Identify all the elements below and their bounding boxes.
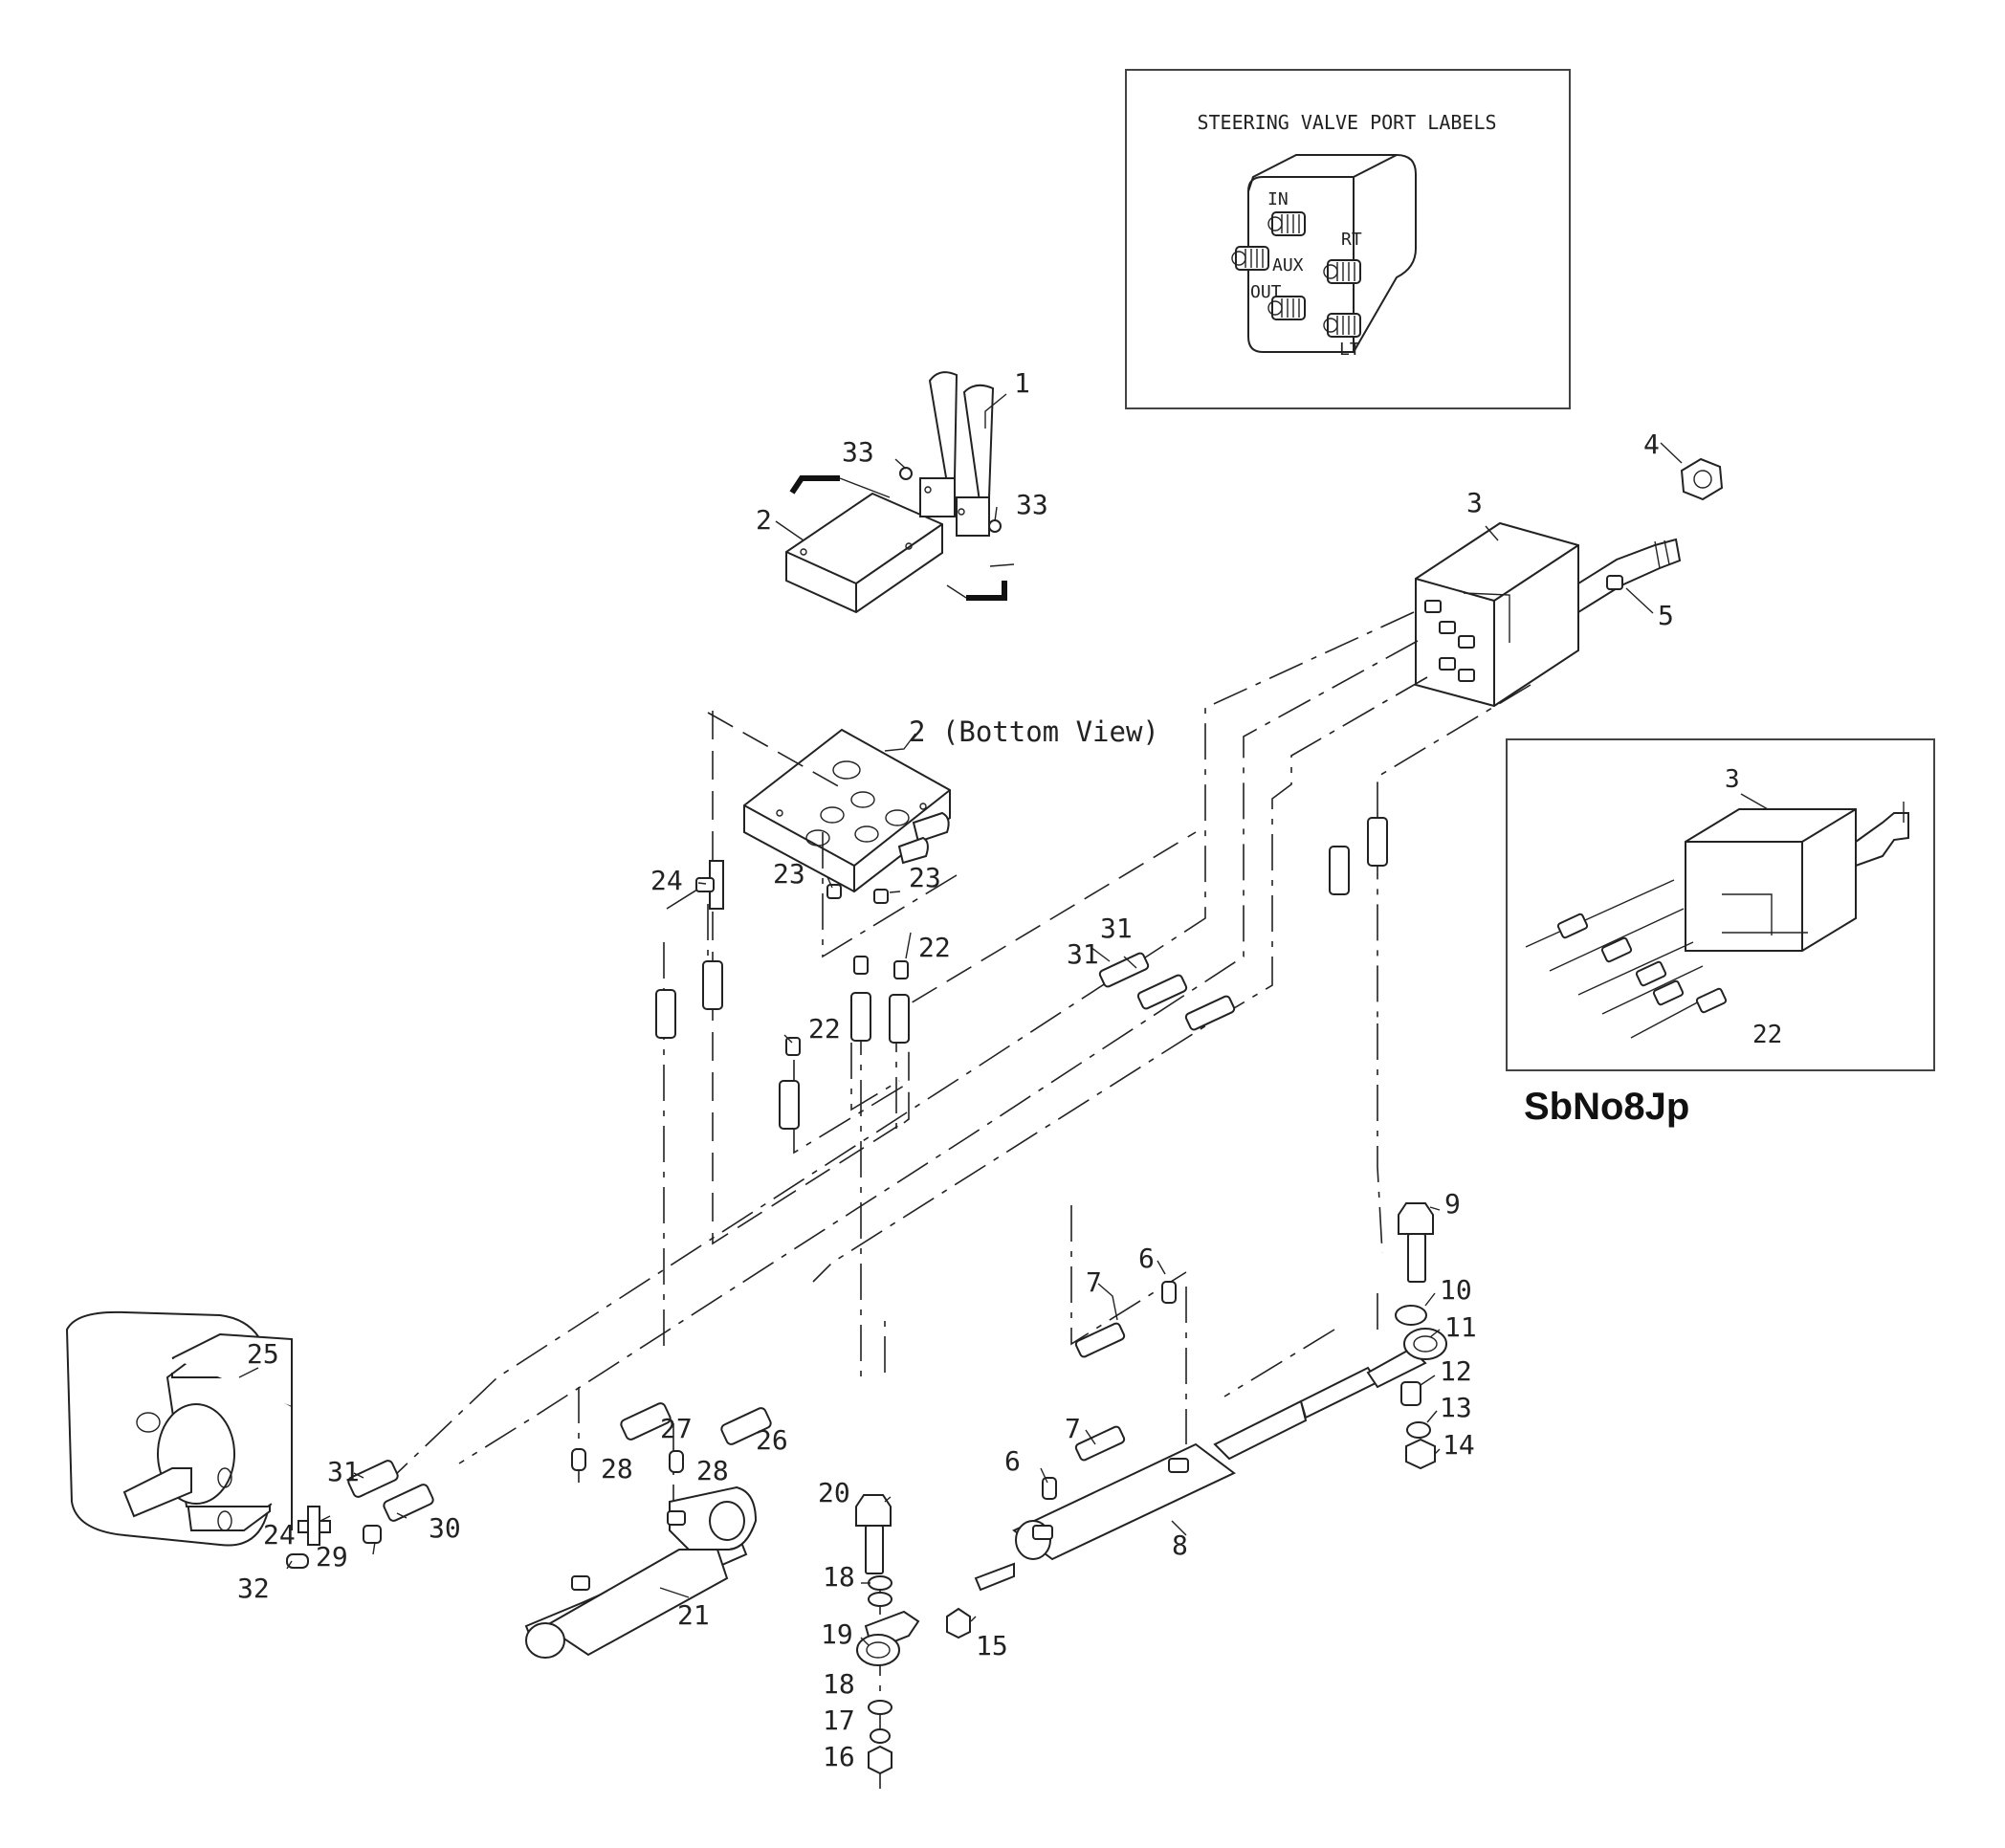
callout-13: 13: [1440, 1392, 1472, 1423]
callout-leaders: [238, 393, 1683, 1646]
callout-7-upper: 7: [1086, 1266, 1102, 1298]
pump-25: [65, 1310, 293, 1547]
port-fitting-rt: [1323, 259, 1361, 284]
steering-valve-shaft: [1577, 538, 1682, 614]
callout-20: 20: [818, 1477, 850, 1508]
callout-4: 4: [1643, 429, 1660, 460]
bottom-view-edges: [743, 789, 951, 891]
valve-side-inset: 3 22: [1506, 738, 1935, 1071]
callout-31-pump: 31: [327, 1456, 360, 1487]
callout-7-lower: 7: [1065, 1413, 1081, 1444]
screw-33-top: [899, 467, 913, 480]
screw-33-bottom: [988, 519, 1002, 533]
steering-valve: [1415, 521, 1682, 708]
port-label-out: OUT: [1250, 282, 1282, 302]
steering-valve-edges: [1415, 544, 1579, 706]
callout-21: 21: [677, 1599, 710, 1631]
callout-3: 3: [1466, 487, 1483, 518]
callout-33-upper: 33: [842, 436, 874, 468]
side-inset-label-3: 3: [1725, 765, 1740, 794]
callout-26: 26: [756, 1424, 788, 1456]
clip-top: [789, 475, 840, 495]
cylinder-8: [974, 1366, 1379, 1592]
callout-23-left: 23: [773, 858, 805, 890]
callout-10: 10: [1440, 1274, 1472, 1306]
side-inset-fittings: [1525, 879, 1808, 1039]
callout-24-upper: 24: [650, 865, 683, 896]
port-label-rt: RT: [1341, 230, 1362, 250]
port-fitting-lt: [1323, 313, 1361, 338]
callout-31-top: 31: [1100, 913, 1133, 944]
port-labels-inset: STEERING VALVE PORT LABELS IN AUX RT OU: [1125, 69, 1571, 409]
control-valve-assembly: [785, 371, 1015, 614]
lever-bracket-left: [919, 477, 956, 517]
side-inset-label-22: 22: [1752, 1021, 1782, 1049]
callout-29: 29: [316, 1541, 348, 1573]
callout-17: 17: [823, 1705, 855, 1736]
steering-valve-body: [1415, 521, 1579, 708]
callout-18-upper: 18: [823, 1561, 855, 1593]
callout-2-bottom-view: 2 (Bottom View): [909, 715, 1159, 748]
rod-end-assembly-right: [1366, 1202, 1447, 1470]
callout-25: 25: [247, 1338, 279, 1370]
lever-right: [962, 384, 995, 503]
port-fitting-aux: [1231, 246, 1269, 271]
callout-16: 16: [823, 1741, 855, 1772]
callout-22-lower: 22: [808, 1013, 841, 1045]
fittings: [655, 817, 1388, 1130]
callout-9: 9: [1444, 1188, 1461, 1220]
callout-33-lower: 33: [1016, 489, 1048, 520]
callout-27: 27: [660, 1413, 693, 1444]
callout-6-upper: 6: [1138, 1243, 1155, 1274]
callout-31-mid: 31: [1067, 938, 1099, 970]
side-inset-frame: [1506, 738, 1935, 1071]
callout-30: 30: [429, 1512, 461, 1544]
callout-19: 19: [821, 1618, 853, 1650]
callout-14: 14: [1443, 1429, 1475, 1461]
control-valve-edges: [785, 523, 943, 612]
control-valve-body: [785, 492, 943, 614]
callout-24-lower: 24: [263, 1519, 296, 1551]
side-inset-shaft: [1855, 812, 1909, 868]
callout-11: 11: [1444, 1311, 1477, 1343]
port-label-in: IN: [1267, 189, 1289, 209]
cylinder-21: [524, 1485, 758, 1659]
callout-18-lower: 18: [823, 1668, 855, 1700]
callout-5: 5: [1658, 600, 1674, 631]
callout-2: 2: [756, 504, 772, 536]
side-inset-valve-body: [1685, 808, 1857, 952]
side-inset-caption: SbNo8Jp: [1524, 1086, 1689, 1128]
port-labels-title: STEERING VALVE PORT LABELS: [1197, 111, 1496, 134]
bottom-view-body: [743, 728, 951, 893]
control-valve-bottom-view: [743, 728, 951, 893]
rod-end-assembly-left: [855, 1494, 971, 1775]
callout-1: 1: [1014, 367, 1030, 399]
plug-5: [1606, 575, 1623, 590]
callout-28-right: 28: [696, 1455, 729, 1486]
pump-fittings: [286, 1460, 434, 1569]
callout-8: 8: [1172, 1529, 1188, 1561]
port-fitting-out: [1267, 296, 1306, 320]
callout-22-upper: 22: [918, 932, 951, 963]
callout-labels: 1 2 2 (Bottom View) 3 4 5 6 6 7 7 8 9 10…: [237, 367, 1674, 1772]
callout-12: 12: [1440, 1355, 1472, 1387]
clip-bottom: [966, 581, 1007, 601]
nut-4: [1680, 457, 1724, 501]
lever-left: [928, 371, 958, 485]
port-label-aux: AUX: [1272, 255, 1304, 275]
callout-32: 32: [237, 1573, 270, 1604]
lever-bracket-right: [956, 496, 990, 537]
hydraulic-line-paths: [391, 611, 1531, 1789]
valve-face-edge: [1247, 154, 1398, 192]
callout-6-lower: 6: [1004, 1445, 1021, 1477]
callout-15: 15: [976, 1630, 1008, 1661]
port-labels-frame: [1125, 69, 1571, 409]
callout-28-left: 28: [601, 1453, 633, 1485]
port-label-lt: LT: [1339, 340, 1360, 360]
callout-23-right: 23: [909, 862, 941, 893]
port-fitting-in: [1267, 211, 1306, 236]
